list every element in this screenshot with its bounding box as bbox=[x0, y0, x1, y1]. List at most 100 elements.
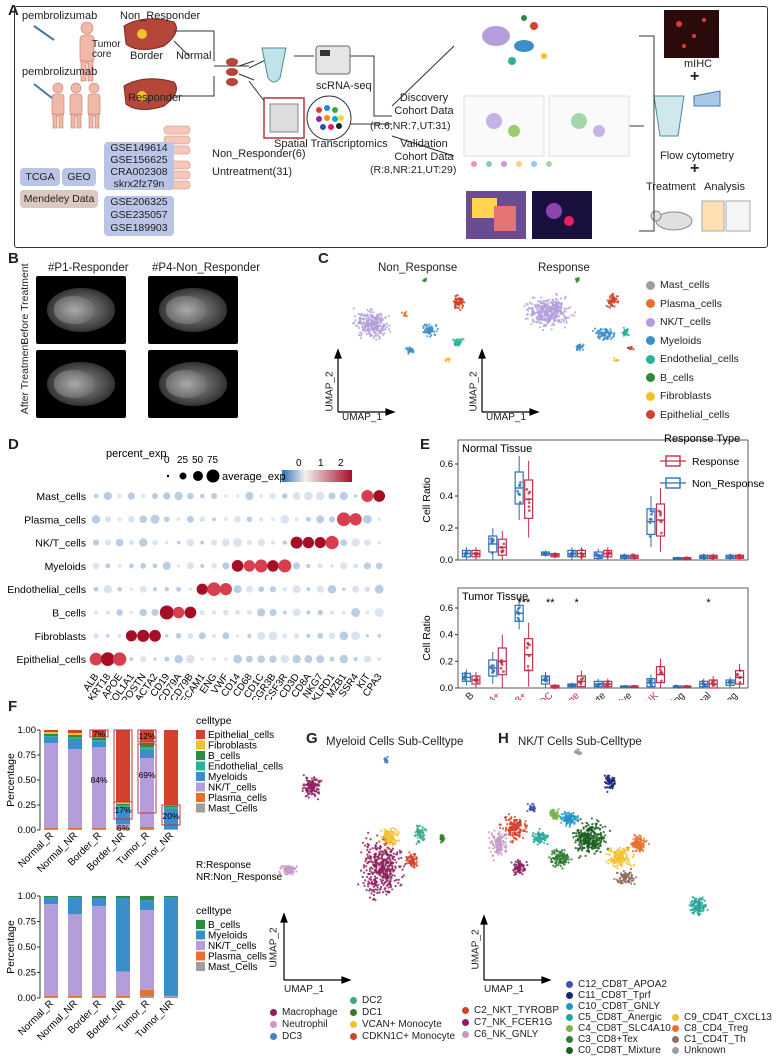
umap-h-point bbox=[621, 875, 624, 879]
boxplot-point bbox=[651, 510, 655, 513]
umap-h-point bbox=[506, 823, 509, 826]
boxplot-point bbox=[649, 683, 653, 686]
umap-g-point-macrophage bbox=[371, 847, 374, 850]
stacked-bar-segment bbox=[92, 829, 106, 830]
umap-g-point-macrophage bbox=[393, 858, 396, 861]
umap-g-point-macrophage bbox=[361, 841, 365, 844]
panel-label-c: C bbox=[318, 250, 329, 267]
umap-c-point-b bbox=[576, 278, 579, 281]
umap-g-point-macrophage bbox=[382, 853, 385, 856]
umap-h-point bbox=[607, 862, 610, 865]
umap-g-point-macrophage bbox=[373, 875, 376, 878]
boxplot-point bbox=[474, 553, 478, 557]
umap-c-point-nkt bbox=[554, 306, 557, 309]
umap-c-point-myeloid bbox=[580, 346, 583, 349]
boxplot-point bbox=[475, 676, 479, 679]
umap-h-point bbox=[541, 833, 544, 836]
umap-c-point-nkt bbox=[365, 332, 368, 335]
umap-c-point-nkt bbox=[361, 317, 365, 320]
boxplot-point bbox=[526, 664, 530, 668]
umap-h-point bbox=[627, 849, 630, 852]
dotplot-dot bbox=[112, 652, 127, 666]
umap-c-xlabel-2: UMAP_1 bbox=[486, 412, 527, 423]
umap-h-point bbox=[556, 853, 559, 856]
umap-c-point-plasma bbox=[404, 314, 407, 317]
umap-g-point-neutrophil bbox=[291, 873, 294, 876]
umap-h-point bbox=[544, 839, 547, 842]
legend-label: DC1 bbox=[362, 1007, 383, 1018]
umap-h-point bbox=[498, 823, 501, 826]
dotplot-dot bbox=[152, 563, 158, 569]
umap-c-point-myeloid bbox=[422, 325, 425, 328]
umap-h-point bbox=[575, 749, 579, 753]
boxplot-point bbox=[518, 606, 521, 609]
umap-g-point-macrophage bbox=[378, 891, 381, 894]
umap-c-point-nkt bbox=[560, 318, 563, 321]
umap-h-point bbox=[613, 851, 616, 855]
umap-c-point-plasma bbox=[403, 312, 406, 315]
validation-spatial-thumbnails bbox=[466, 191, 592, 239]
umap-c-point-myeloid bbox=[600, 334, 603, 338]
umap-g-point-dc1 bbox=[439, 836, 442, 839]
umap-g-point-macrophage bbox=[391, 857, 394, 861]
syringe-icon bbox=[33, 25, 55, 99]
umap-c-point-epi bbox=[615, 297, 618, 301]
umap-g-point-macrophage bbox=[383, 848, 386, 852]
stacked-bar-segment bbox=[116, 805, 130, 807]
umap-h-point bbox=[548, 811, 552, 814]
stacked-bar-ytick-label: 0.25 bbox=[18, 800, 37, 811]
umap-c-point-myeloid bbox=[423, 331, 426, 334]
umap-c-point-nkt bbox=[527, 309, 530, 312]
umap-c-point-nkt bbox=[377, 332, 380, 335]
umap-g-point-dc2 bbox=[414, 834, 418, 837]
umap-g-point-macrophage bbox=[395, 861, 398, 864]
stacked-bar-segment bbox=[92, 996, 106, 998]
umap-h-point bbox=[553, 817, 556, 820]
umap-c-point-nkt bbox=[555, 314, 558, 317]
umap-c-point-nkt bbox=[370, 333, 373, 336]
umap-h-point bbox=[552, 815, 556, 818]
dotplot-dot bbox=[259, 494, 263, 498]
dotplot-dot bbox=[174, 491, 183, 501]
dotplot-dot bbox=[247, 633, 252, 638]
umap-g-point-dc2 bbox=[416, 836, 419, 839]
umap-c-point-epi bbox=[616, 295, 619, 298]
dotplot-dot bbox=[164, 656, 170, 662]
dotplot-dot bbox=[339, 631, 349, 641]
umap-g-point-vcan bbox=[391, 831, 394, 834]
umap-h-point bbox=[489, 841, 492, 844]
umap-c-point-nkt bbox=[558, 320, 561, 323]
dotplot-dot bbox=[325, 535, 339, 550]
stacked-bar-segment bbox=[92, 906, 106, 996]
umap-h-point bbox=[521, 869, 525, 872]
umap-h-ylabel: UMAP_2 bbox=[470, 929, 482, 970]
umap-g-point-macrophage bbox=[396, 853, 399, 856]
dotplot-dot bbox=[306, 610, 311, 615]
umap-g-point-macrophage bbox=[400, 883, 403, 886]
label-border: Border bbox=[130, 50, 164, 62]
umap-c-point-myeloid bbox=[598, 335, 601, 338]
umap-h-point bbox=[524, 823, 527, 826]
stacked-bar-segment bbox=[92, 738, 106, 740]
umap-h-point bbox=[572, 836, 575, 839]
umap-h-point bbox=[606, 777, 609, 780]
patient-figures-r bbox=[51, 82, 101, 129]
umap-c-point-nkt bbox=[530, 302, 533, 305]
dotplot-dot bbox=[139, 538, 148, 547]
umap-h-point bbox=[580, 844, 583, 847]
umap-c-point-endo bbox=[459, 342, 462, 345]
umap-h-point bbox=[599, 831, 602, 835]
legend-label: DC2 bbox=[362, 995, 383, 1006]
legend-swatch bbox=[646, 373, 655, 383]
stacked-bar-segment bbox=[44, 996, 58, 998]
dotplot-dot bbox=[243, 560, 256, 572]
umap-c-point-nkt bbox=[559, 303, 563, 306]
umap-h-point bbox=[525, 826, 528, 830]
umap-c-point-nkt bbox=[375, 321, 378, 324]
umap-g-point-macrophage bbox=[367, 872, 370, 876]
umap-c-point-myeloid bbox=[433, 333, 436, 336]
stacked-bar-segment bbox=[164, 730, 178, 805]
dotplot-dot bbox=[129, 563, 134, 569]
dotplot-dot bbox=[304, 491, 313, 501]
